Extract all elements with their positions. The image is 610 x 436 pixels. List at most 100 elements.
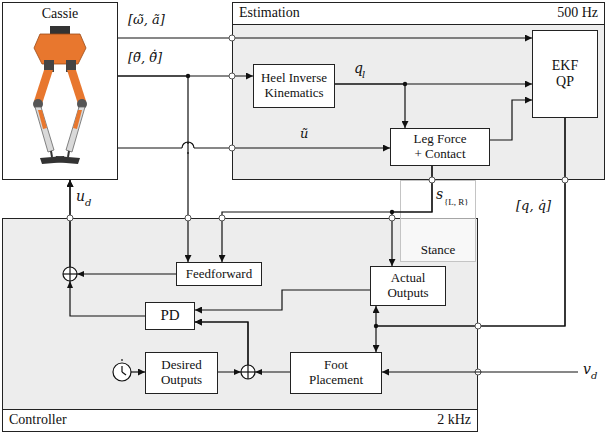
signal-name: u	[76, 188, 85, 205]
port-circle	[229, 73, 235, 79]
signal-arrow	[70, 180, 145, 316]
robot-illustration	[51, 151, 52, 157]
robot-illustration	[34, 70, 53, 104]
clock-symbol	[121, 366, 122, 372]
robot-illustration	[35, 107, 54, 152]
junction-dot	[186, 74, 190, 78]
sum-junction	[69, 267, 70, 281]
panel-header: Controller 2 kHz	[3, 409, 477, 431]
sum-input-arrow	[255, 369, 262, 375]
node-label: Actual Outputs	[377, 271, 439, 301]
signal-label: [q, q̇]	[516, 198, 551, 214]
signal-arrow	[118, 76, 188, 262]
sum-input-arrow	[77, 271, 84, 277]
signal-arrow	[195, 322, 248, 372]
node-label: EKF QP	[548, 58, 582, 90]
sum-input-arrow	[67, 281, 73, 288]
process-box: Feedforward	[176, 262, 262, 286]
robot-illustration	[50, 26, 70, 34]
robot-illustration	[33, 26, 87, 164]
panel-header: Cassie	[3, 3, 117, 25]
signal-name: v	[583, 361, 591, 378]
node-label: Leg Force + Contact	[410, 132, 470, 162]
port-circle	[229, 145, 235, 151]
node-label: Heel Inverse Kinematics	[256, 71, 332, 101]
signal-arrow	[335, 84, 405, 128]
signal-subscript: d	[591, 370, 597, 382]
clock-symbol	[113, 359, 131, 381]
controller-panel: StanceFeedforward Actual OutputsPD Desired…	[2, 218, 478, 432]
port-circle	[389, 215, 395, 221]
robot-illustration	[66, 107, 85, 152]
junction-dot	[374, 324, 378, 328]
process-box: PD	[145, 302, 195, 330]
sum-input-arrow	[234, 369, 241, 375]
node-label: Feedforward	[186, 267, 252, 282]
robot-illustration	[38, 110, 47, 129]
port-circle	[429, 177, 435, 183]
process-box: EKF QP	[532, 30, 598, 118]
robot-illustration	[54, 156, 80, 164]
node-label: Stance	[421, 243, 456, 258]
signal-subscript: {L, R}	[444, 197, 469, 208]
robot-illustration	[34, 34, 86, 64]
panel-header: Estimation 500 Hz	[233, 3, 604, 25]
sum-junction	[247, 365, 248, 379]
port-circle	[67, 35, 568, 375]
signal-label: [θ̃, θ̃̇]	[128, 50, 162, 66]
process-box: Actual Outputs	[370, 266, 446, 306]
process-box: Desired Outputs	[145, 352, 218, 394]
robot-illustration	[68, 151, 69, 157]
signal-wire	[131, 371, 578, 372]
signal-label: [ω̃, ã]	[128, 12, 165, 28]
panel-title: Estimation	[239, 5, 300, 21]
signal-subscript: d	[85, 197, 91, 209]
process-box: Leg Force + Contact	[390, 128, 490, 166]
signal-arrow	[392, 166, 432, 266]
signal-arrow	[490, 100, 532, 140]
signal-name: s	[436, 186, 443, 203]
robot-illustration	[67, 70, 86, 104]
node-label: PD	[160, 307, 179, 324]
signal-arrow	[118, 37, 532, 38]
process-box: Heel Inverse Kinematics	[253, 64, 335, 108]
panel-title: 2 kHz	[437, 412, 471, 428]
port-circle	[219, 215, 225, 221]
signal-arrow	[222, 166, 432, 262]
signal-wire	[382, 371, 578, 372]
port-circle	[475, 323, 481, 329]
signal-wire	[131, 371, 145, 372]
sum-junction	[63, 267, 255, 379]
estimation-panel: Heel Inverse KinematicsLeg Force + Conta…	[232, 2, 605, 180]
clock-symbol	[113, 363, 131, 381]
port-circle	[185, 215, 191, 221]
signal-subscript: l	[362, 69, 365, 81]
node-label: Desired Outputs	[151, 358, 213, 388]
panel-title: Cassie	[42, 6, 79, 22]
signal-arrow	[195, 290, 370, 310]
port-circle	[562, 177, 568, 183]
port-circle	[229, 35, 235, 41]
panel-title: 500 Hz	[557, 5, 598, 21]
signal-arrow	[376, 118, 565, 326]
panel-title: Controller	[9, 412, 67, 428]
clock-symbol	[122, 372, 126, 375]
robot-illustration	[73, 110, 82, 129]
sum-junction	[241, 365, 255, 379]
sum-input-arrow	[67, 271, 262, 375]
junction-dot	[403, 82, 407, 86]
signal-name: q	[354, 60, 363, 77]
signal-label: ũ	[300, 126, 308, 142]
node-label: Foot Placement	[301, 358, 371, 388]
sum-junction	[63, 267, 77, 281]
port-circle	[67, 215, 73, 221]
line-hop	[182, 142, 194, 148]
signal-arrow	[195, 322, 290, 372]
signal-arrow	[70, 180, 176, 274]
process-box: Foot Placement	[290, 352, 382, 394]
clock-symbol	[121, 359, 122, 361]
line-hop	[182, 142, 194, 154]
signal-arrow	[376, 118, 565, 352]
junction-dot	[390, 210, 394, 214]
